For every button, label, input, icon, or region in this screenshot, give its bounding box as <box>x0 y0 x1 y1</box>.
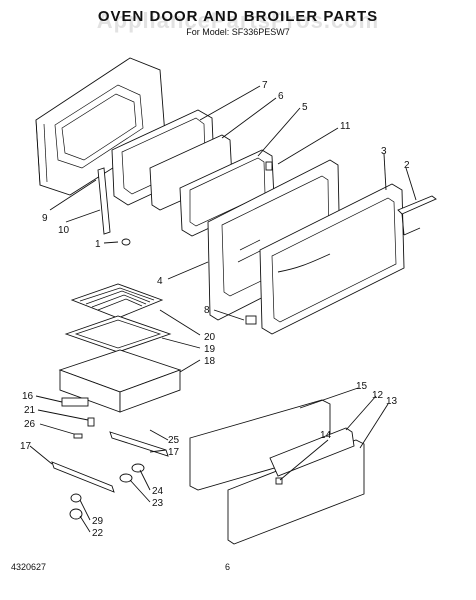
part-washers <box>69 493 83 520</box>
callout-18: 18 <box>204 356 216 367</box>
callout-6: 6 <box>278 91 284 102</box>
callout-labels: 7 6 5 11 3 2 9 10 1 4 8 20 19 18 16 21 2… <box>20 80 410 539</box>
part-door-strip <box>97 167 111 235</box>
page-number: 6 <box>225 562 231 572</box>
callout-7: 7 <box>262 80 268 91</box>
callout-22: 22 <box>92 528 104 539</box>
callout-25: 25 <box>168 435 180 446</box>
diagram-title: OVEN DOOR AND BROILER PARTS <box>97 8 379 25</box>
callout-12: 12 <box>372 390 384 401</box>
part-screw <box>121 238 131 246</box>
part-drawer-outer-front <box>227 427 365 545</box>
leader-lines <box>29 85 417 533</box>
callout-4: 4 <box>157 276 163 287</box>
callout-14: 14 <box>320 430 332 441</box>
part-broiler-drawer <box>58 349 182 413</box>
callout-19: 19 <box>204 344 216 355</box>
callout-2: 2 <box>404 160 410 171</box>
callout-17-left: 17 <box>20 441 32 452</box>
callout-29: 29 <box>92 516 104 527</box>
callout-11: 11 <box>340 121 351 132</box>
callout-5: 5 <box>302 102 308 113</box>
callout-9: 9 <box>42 213 48 224</box>
callout-10: 10 <box>58 225 70 236</box>
callout-26: 26 <box>24 419 36 430</box>
part-broiler-element <box>61 397 95 439</box>
watermark: AppliancePartsPros.com <box>96 8 380 33</box>
document-number: 4320627 <box>11 562 47 572</box>
part-drawer-clip <box>275 477 283 485</box>
callout-21: 21 <box>24 405 36 416</box>
callout-23: 23 <box>152 498 164 509</box>
diagram-subtitle: For Model: SF336PESW7 <box>186 27 290 37</box>
callout-17-right: 17 <box>168 447 180 458</box>
part-bushings <box>119 463 145 483</box>
part-bracket <box>245 315 257 325</box>
part-door-outer-shell <box>259 183 405 335</box>
callout-13: 13 <box>386 396 398 407</box>
part-door-handle <box>397 195 437 236</box>
part-clip <box>265 161 273 171</box>
callout-8: 8 <box>204 305 210 316</box>
callout-20: 20 <box>204 332 216 343</box>
callout-15: 15 <box>356 381 368 392</box>
part-broiler-grid <box>70 283 164 319</box>
callout-16: 16 <box>22 391 34 402</box>
callout-3: 3 <box>381 146 387 157</box>
part-broiler-pan <box>64 315 172 353</box>
part-support-rail <box>51 431 169 493</box>
callout-24: 24 <box>152 486 164 497</box>
callout-1: 1 <box>95 239 101 250</box>
